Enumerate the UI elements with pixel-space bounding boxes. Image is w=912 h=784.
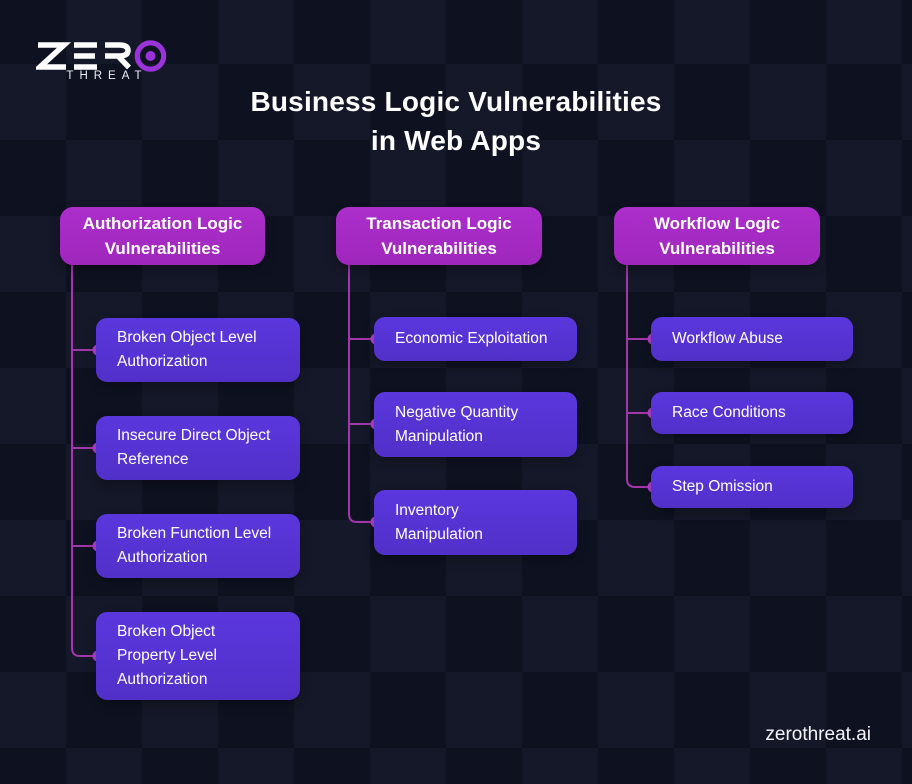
item-negative-quantity-manipulation: Negative Quantity Manipulation	[374, 392, 577, 457]
item-broken-object-property-level-authorization: Broken Object Property Level Authorizati…	[96, 612, 300, 700]
target-icon	[134, 40, 167, 72]
zero-wordmark	[36, 40, 167, 72]
connector-column-workflow	[626, 263, 659, 493]
category-authorization-logic: Authorization Logic Vulnerabilities	[60, 207, 265, 265]
category-transaction-logic: Transaction Logic Vulnerabilities	[336, 207, 542, 265]
page-title: Business Logic Vulnerabilities in Web Ap…	[0, 82, 912, 160]
category-workflow-logic: Workflow Logic Vulnerabilities	[614, 207, 820, 265]
item-economic-exploitation: Economic Exploitation	[374, 317, 577, 361]
item-broken-function-level-authorization: Broken Function Level Authorization	[96, 514, 300, 578]
item-insecure-direct-object-reference: Insecure Direct Object Reference	[96, 416, 300, 480]
item-broken-object-level-authorization: Broken Object Level Authorization	[96, 318, 300, 382]
zerothreat-logo: THREAT	[36, 36, 176, 84]
website-url: zerothreat.ai	[765, 724, 871, 745]
item-workflow-abuse: Workflow Abuse	[651, 317, 853, 361]
item-race-conditions: Race Conditions	[651, 392, 853, 434]
item-step-omission: Step Omission	[651, 466, 853, 508]
title-line-2: in Web Apps	[370, 125, 542, 156]
brand-subtext: THREAT	[66, 70, 148, 82]
title-line-1: Business Logic Vulnerabilities	[250, 86, 662, 117]
item-inventory-manipulation: Inventory Manipulation	[374, 490, 577, 555]
